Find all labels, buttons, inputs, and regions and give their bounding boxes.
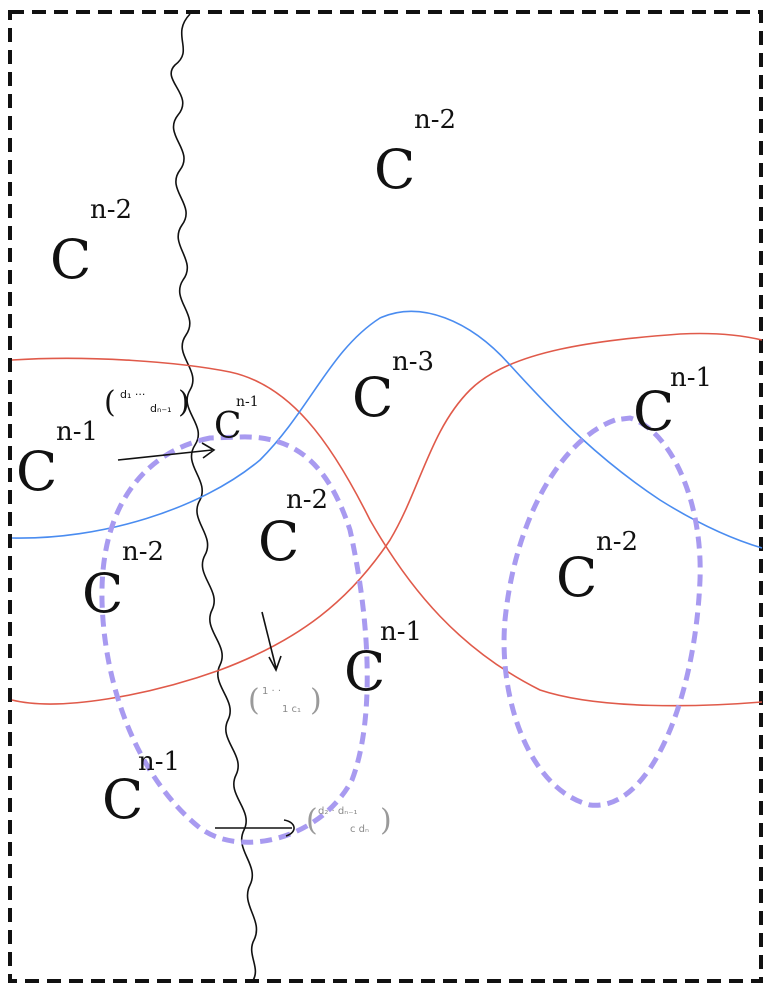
svg-text:dₙ₋₁: dₙ₋₁ xyxy=(150,402,172,415)
red-curve-descending xyxy=(11,357,763,707)
svg-text:n-1: n-1 xyxy=(138,747,180,777)
svg-text:C: C xyxy=(214,406,242,447)
svg-text:C: C xyxy=(50,228,91,291)
svg-text:C: C xyxy=(344,640,385,703)
label-small-near-arrow: C n-1 xyxy=(214,394,259,447)
svg-text:(: ( xyxy=(306,803,318,838)
svg-text:n-1: n-1 xyxy=(380,617,422,647)
svg-text:n-2: n-2 xyxy=(596,527,638,557)
svg-text:): ) xyxy=(178,385,190,420)
svg-text:n-3: n-3 xyxy=(392,347,434,377)
label-mid-center: C n-3 xyxy=(352,347,434,429)
label-center-right-lower: C n-1 xyxy=(344,617,422,703)
svg-text:n-2: n-2 xyxy=(90,195,132,225)
matrix-upper: ( d₁ ··· dₙ₋₁ ) xyxy=(104,385,190,420)
label-top-left: C n-2 xyxy=(50,195,132,291)
svg-text:C: C xyxy=(82,562,123,625)
dashed-region-left xyxy=(99,434,370,845)
label-left-lens: C n-2 xyxy=(82,537,164,625)
label-right-upper: C n-1 xyxy=(633,363,712,443)
svg-text:C: C xyxy=(633,380,674,443)
svg-text:(: ( xyxy=(248,683,260,718)
svg-text:n-1: n-1 xyxy=(670,363,712,393)
svg-text:C: C xyxy=(102,768,143,831)
dashed-frame xyxy=(8,10,763,983)
svg-text:C: C xyxy=(556,546,597,609)
arrow-lower xyxy=(215,819,295,837)
svg-text:d₁ ···: d₁ ··· xyxy=(120,388,145,401)
svg-text:): ) xyxy=(380,803,392,838)
svg-text:n-2: n-2 xyxy=(286,485,328,515)
svg-text:): ) xyxy=(310,683,322,718)
svg-text:C: C xyxy=(374,138,415,201)
svg-text:n-1: n-1 xyxy=(236,394,259,410)
svg-text:C: C xyxy=(352,366,393,429)
svg-text:C: C xyxy=(258,510,299,573)
svg-text:n-1: n-1 xyxy=(56,417,98,447)
svg-text:1 c₁: 1 c₁ xyxy=(282,704,301,715)
label-right-lens: C n-2 xyxy=(556,527,638,609)
label-center-lens: C n-2 xyxy=(258,485,328,573)
label-bottom-left: C n-1 xyxy=(102,747,180,831)
svg-text:c dₙ: c dₙ xyxy=(350,824,369,835)
label-top-center: C n-2 xyxy=(374,105,456,201)
wavy-cut-line xyxy=(170,13,258,983)
svg-text:(: ( xyxy=(104,385,116,420)
red-curve-ascending xyxy=(11,332,763,705)
dashed-region-right xyxy=(501,415,703,808)
matrix-middle: ( 1 · · 1 c₁ ) xyxy=(248,683,322,718)
svg-text:C: C xyxy=(16,440,57,503)
svg-text:n-2: n-2 xyxy=(122,537,164,567)
arrow-upper xyxy=(117,442,216,461)
arrow-down xyxy=(261,611,282,672)
svg-text:n-2: n-2 xyxy=(414,105,456,135)
matrix-lower: ( d₂ · dₙ₋₁ c dₙ ) xyxy=(306,803,392,838)
svg-text:1 · ·: 1 · · xyxy=(262,686,281,697)
label-mid-left: C n-1 xyxy=(16,417,98,503)
blue-curve xyxy=(11,310,763,549)
svg-text:d₂ · dₙ₋₁: d₂ · dₙ₋₁ xyxy=(318,806,358,817)
